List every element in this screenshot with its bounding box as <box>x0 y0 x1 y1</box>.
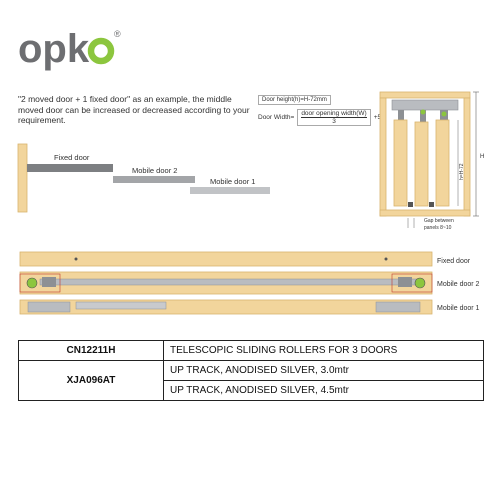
logo-text: opk <box>18 28 90 71</box>
panel-mobile-2 <box>414 121 429 207</box>
opk-logo: opk ® <box>18 27 128 77</box>
ceiling-board <box>379 91 471 99</box>
table-row: XJA096AT UP TRACK, ANODISED SILVER, 3.0m… <box>18 360 484 401</box>
left-roller-bracket <box>42 277 56 287</box>
product-table: CN12211H TELESCOPIC SLIDING ROLLERS FOR … <box>18 340 484 401</box>
gap-label-1: Gap between <box>424 218 454 224</box>
floor-guide-1 <box>408 202 413 207</box>
fixed-door-bar <box>27 164 113 172</box>
stack-label-fixed: Fixed door <box>54 153 90 162</box>
left-detail-frame <box>19 273 61 293</box>
top-track-profile <box>391 99 459 111</box>
track-label-fixed: Fixed door <box>437 258 471 265</box>
door-height-formula: Door height(h)=H-72mm <box>258 95 331 105</box>
green-wheel-2 <box>441 111 447 117</box>
roller-middle <box>420 110 426 122</box>
mobile-door-1-bar <box>190 187 270 194</box>
stack-label-mobile1: Mobile door 1 <box>210 177 255 186</box>
roller-left <box>398 110 404 120</box>
right-roller-bracket <box>398 277 412 287</box>
door-width-fraction: door opening width(W) 3 <box>297 109 371 126</box>
track-label-mobile2: Mobile door 2 <box>437 281 480 288</box>
logo-green-ring <box>87 37 115 65</box>
opk-logo-mark: opk ® <box>18 27 121 71</box>
fixed-door-panel <box>19 251 433 267</box>
gap-label-2: panels 8~10 <box>424 225 452 231</box>
table-row: CN12211H TELESCOPIC SLIDING ROLLERS FOR … <box>18 340 484 361</box>
cross-section-diagram: H h=H-72 Gap between panels 8~10 <box>379 91 484 231</box>
linkage-bar <box>75 301 167 310</box>
screw-1 <box>74 257 78 261</box>
product-description: UP TRACK, ANODISED SILVER, 3.0mtr <box>163 360 484 381</box>
door-width-formula: Door Width= door opening width(W) 3 +56 <box>258 109 385 126</box>
product-description: UP TRACK, ANODISED SILVER, 4.5mtr <box>163 380 484 401</box>
screw-2 <box>384 257 388 261</box>
mobile-door-2-bar <box>113 176 195 183</box>
door-width-suffix: +56 <box>373 114 385 121</box>
door-width-denominator: 3 <box>332 118 336 125</box>
right-wall <box>463 97 471 217</box>
wall-jamb <box>17 143 28 213</box>
door-width-label: Door Width= <box>258 114 295 121</box>
product-description: TELESCOPIC SLIDING ROLLERS FOR 3 DOORS <box>163 340 484 361</box>
stack-label-mobile2: Mobile door 2 <box>132 166 177 175</box>
green-wheel-1 <box>420 109 426 115</box>
right-detail-frame <box>391 273 433 293</box>
left-roller-wheel <box>26 277 38 289</box>
right-telescopic-arm <box>375 301 421 313</box>
track-assembly-diagram <box>19 251 433 315</box>
product-code: CN12211H <box>18 340 164 361</box>
product-code: XJA096AT <box>18 360 164 401</box>
door-width-numerator: door opening width(W) <box>301 110 367 118</box>
right-roller-wheel <box>414 277 426 289</box>
track-label-mobile1: Mobile door 1 <box>437 305 480 312</box>
floor-board <box>379 209 471 217</box>
registered-mark: ® <box>114 29 121 39</box>
left-telescopic-arm <box>27 301 71 313</box>
panel-fixed <box>393 119 408 207</box>
dim-h-label: h=H-72 <box>459 163 465 180</box>
table-row: UP TRACK, ANODISED SILVER, 4.5mtr <box>19 380 484 401</box>
panel-mobile-1 <box>435 119 450 207</box>
upper-track-rail <box>39 278 419 286</box>
configuration-note: "2 moved door + 1 fixed door" as an exam… <box>18 94 250 125</box>
dim-H-label: H <box>480 154 484 160</box>
floor-guide-2 <box>429 202 434 207</box>
left-wall <box>379 97 387 217</box>
door-stack-diagram: Fixed door Mobile door 2 Mobile door 1 <box>17 143 270 213</box>
